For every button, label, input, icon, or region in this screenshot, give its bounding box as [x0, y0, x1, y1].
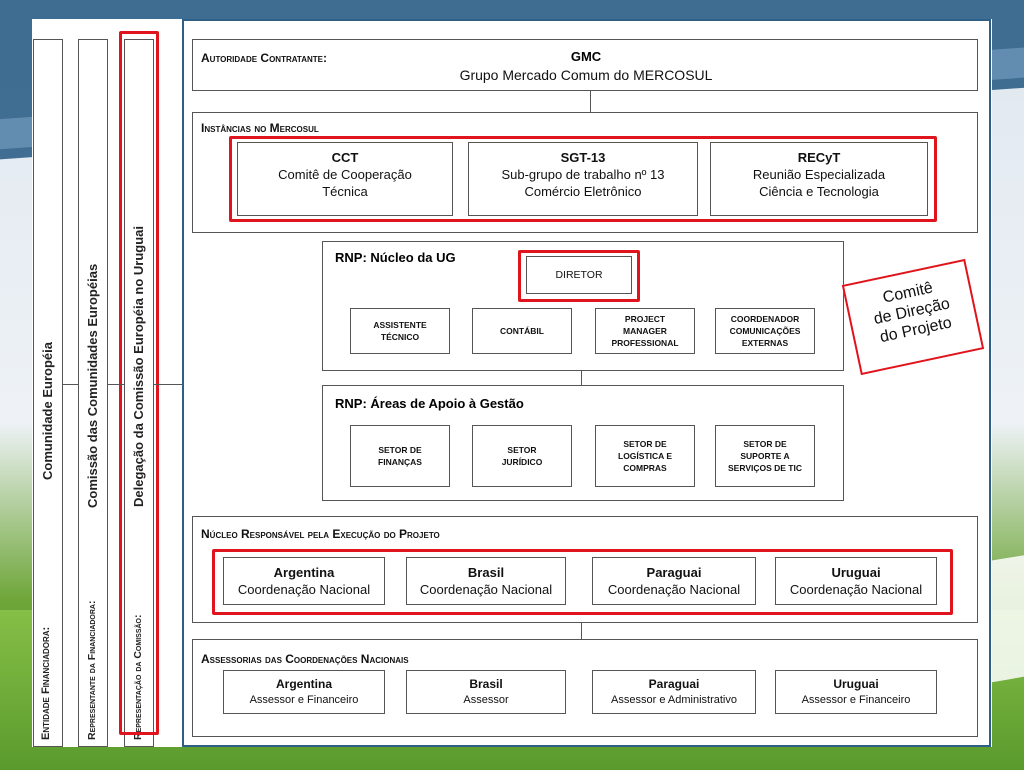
comissao-comunidades-text: Comissão das Comunidades Européias	[85, 263, 100, 508]
role-line: CONTÁBIL	[500, 326, 544, 336]
country-role: Assessor e Administrativo	[611, 694, 737, 706]
assessoria-argentina: Argentina Assessor e Financeiro	[223, 670, 385, 714]
setor-line: FINANÇAS	[378, 457, 422, 467]
country-name: Argentina	[273, 565, 335, 580]
country-role: Assessor e Financeiro	[801, 694, 911, 706]
instancia-acronym: RECyT	[797, 150, 841, 165]
country-name: Uruguai	[831, 565, 881, 580]
role-line: PROFESSIONAL	[611, 338, 679, 348]
instancia-line2: Comércio Eletrônico	[524, 184, 642, 199]
role-line: COORDENADOR	[730, 314, 800, 324]
comunidade-europeia-text: Comunidade Européia	[40, 342, 55, 480]
org-chart-canvas: Entidade Financiadora: Comunidade Europé…	[32, 19, 992, 747]
areas-apoio-label: RNP: Áreas de Apoio à Gestão	[335, 396, 524, 411]
instancia-line1: Sub-grupo de trabalho nº 13	[501, 167, 665, 182]
assessoria-uruguai: Uruguai Assessor e Financeiro	[775, 670, 937, 714]
instancia-line1: Reunião Especializada	[752, 167, 886, 182]
coordenacao-brasil: Brasil Coordenação Nacional	[406, 557, 566, 605]
country-role: Assessor	[463, 694, 509, 706]
role-contabil: CONTÁBIL	[472, 308, 572, 354]
instancia-sgt13: SGT-13 Sub-grupo de trabalho nº 13 Comér…	[468, 142, 698, 216]
role-project-manager: PROJECT MANAGER PROFESSIONAL	[595, 308, 695, 354]
connector	[590, 91, 591, 112]
highlight-coordenacoes	[212, 549, 953, 615]
instancia-acronym: CCT	[331, 150, 359, 165]
country-role: Coordenação Nacional	[237, 582, 371, 597]
coordenacao-uruguai: Uruguai Coordenação Nacional	[775, 557, 937, 605]
country-name: Brasil	[467, 565, 505, 580]
coordenacao-argentina: Argentina Coordenação Nacional	[223, 557, 385, 605]
setor-line: JURÍDICO	[501, 457, 543, 467]
comite-callout-text: Comitê de Direção do Projeto	[846, 271, 977, 352]
setor-line: SETOR DE	[378, 445, 422, 455]
gmc-name: Grupo Mercado Comum do MERCOSUL	[459, 67, 713, 83]
assessorias-label: Assessorias das Coordenações Nacionais	[201, 652, 409, 666]
diretor-label: DIRETOR	[555, 269, 603, 281]
connector	[154, 384, 182, 385]
setor-financas: SETOR DE FINANÇAS	[350, 425, 450, 487]
role-line: COMUNICAÇÕES	[729, 326, 801, 336]
entidade-financiadora-label: Entidade Financiadora:	[40, 626, 52, 740]
setor-line: SETOR DE	[623, 439, 667, 449]
role-line: MANAGER	[623, 326, 667, 336]
instancia-recyt: RECyT Reunião Especializada Ciência e Te…	[710, 142, 928, 216]
column-representante-financiadora: Representante da Financiadora: Comissão …	[78, 39, 108, 747]
setor-line: COMPRAS	[623, 463, 667, 473]
role-line: EXTERNAS	[741, 338, 789, 348]
role-line: PROJECT	[624, 314, 666, 324]
role-line: ASSISTENTE	[373, 320, 427, 330]
setor-logistica: SETOR DE LOGÍSTICA E COMPRAS	[595, 425, 695, 487]
nucleo-execucao-label: Núcleo Responsável pela Execução do Proj…	[201, 527, 440, 541]
instancia-line1: Comitê de Cooperação	[278, 167, 412, 182]
gmc-acronym: GMC	[570, 49, 602, 64]
country-name: Argentina	[275, 677, 332, 691]
autoridade-contratante-box: Autoridade Contratante: GMC Grupo Mercad…	[192, 39, 978, 91]
autoridade-label: Autoridade Contratante:	[201, 51, 327, 65]
instancia-line2: Ciência e Tecnologia	[759, 184, 879, 199]
main-frame	[182, 19, 991, 747]
diretor-box: DIRETOR	[526, 256, 632, 294]
instancia-acronym: SGT-13	[560, 150, 606, 165]
country-role: Coordenação Nacional	[607, 582, 741, 597]
country-role: Coordenação Nacional	[789, 582, 923, 597]
setor-suporte-tic: SETOR DE SUPORTE A SERVIÇOS DE TIC	[715, 425, 815, 487]
country-name: Paraguai	[648, 677, 700, 691]
connector	[108, 384, 124, 385]
assessoria-paraguai: Paraguai Assessor e Administrativo	[592, 670, 756, 714]
highlight-instancias	[229, 136, 937, 222]
representante-financiadora-label: Representante da Financiadora:	[86, 600, 98, 740]
connector	[581, 371, 582, 385]
instancia-cct: CCT Comitê de Cooperação Técnica	[237, 142, 453, 216]
role-assistente-tecnico: ASSISTENTE TÉCNICO	[350, 308, 450, 354]
country-name: Uruguai	[833, 677, 879, 691]
connector	[63, 384, 78, 385]
column-entidade-financiadora: Entidade Financiadora: Comunidade Europé…	[33, 39, 63, 747]
highlight-delegacao	[119, 31, 159, 735]
country-role: Assessor e Financeiro	[249, 694, 359, 706]
assessoria-brasil: Brasil Assessor	[406, 670, 566, 714]
column-representacao-comissao: Representação da Comissão: Delegação da …	[124, 39, 154, 747]
instancias-label: Instâncias no Mercosul	[201, 121, 319, 135]
setor-line: SUPORTE A	[740, 451, 790, 461]
setor-juridico: SETOR JURÍDICO	[472, 425, 572, 487]
role-line: TÉCNICO	[380, 332, 420, 342]
setor-line: SERVIÇOS DE TIC	[728, 463, 802, 473]
country-role: Coordenação Nacional	[419, 582, 553, 597]
setor-line: SETOR	[507, 445, 537, 455]
country-name: Paraguai	[646, 565, 702, 580]
setor-line: SETOR DE	[743, 439, 787, 449]
instancia-line2: Técnica	[322, 184, 368, 199]
setor-line: LOGÍSTICA E	[618, 451, 672, 461]
nucleo-ug-label: RNP: Núcleo da UG	[335, 250, 456, 265]
coordenacao-paraguai: Paraguai Coordenação Nacional	[592, 557, 756, 605]
highlight-diretor	[518, 250, 640, 302]
country-name: Brasil	[469, 677, 503, 691]
role-coordenador-comunicacoes: COORDENADOR COMUNICAÇÕES EXTERNAS	[715, 308, 815, 354]
connector	[581, 623, 582, 639]
